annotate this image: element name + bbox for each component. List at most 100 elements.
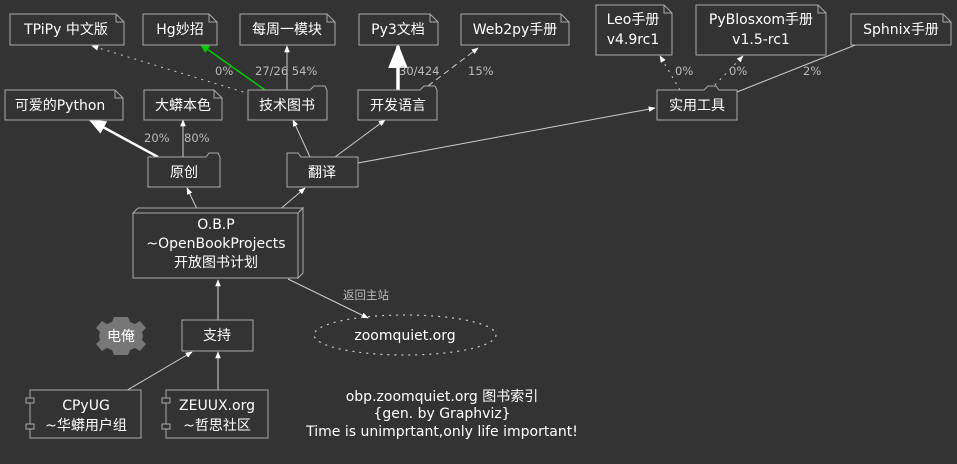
component-cpyug[interactable]: CPyUG ~华蟒用户组	[25, 389, 142, 439]
note-sphnix[interactable]: Sphnix手册	[850, 13, 952, 46]
gear-icon	[96, 317, 146, 355]
note-hg[interactable]: Hg妙招	[142, 13, 218, 46]
edge-translate-to-dev-lang	[334, 119, 386, 158]
note-leo-label-2: v4.9rc1	[607, 32, 660, 48]
obp-label-3: 开放图书计划	[174, 255, 258, 271]
note-tpipy-label: TPiPy 中文版	[23, 22, 108, 38]
component-shape-icon	[161, 423, 171, 430]
caption: obp.zoomquiet.org 图书索引 {gen. by Graphviz…	[305, 388, 578, 440]
box-obp-shape	[131, 207, 305, 214]
note-shape-icon	[4, 89, 124, 121]
caption-line-1: obp.zoomquiet.org 图书索引	[346, 388, 539, 405]
note-big-python-label: 大蟒本色	[155, 97, 211, 114]
edge-dev-lang-to-web2py	[419, 47, 479, 93]
zoomquiet-label: zoomquiet.org	[354, 328, 455, 344]
note-leo[interactable]: Leo手册 v4.9rc1	[595, 4, 673, 56]
note-sphnix-label: Sphnix手册	[863, 22, 939, 38]
edge-tools-to-sphnix	[736, 39, 869, 93]
note-shape-icon	[850, 13, 952, 46]
folder-tab-icon	[147, 152, 221, 188]
cpyug-label-2: ~华蟒用户组	[45, 417, 127, 434]
edge-label-module: 27/26 54%	[255, 64, 317, 78]
box-support-label: 支持	[203, 328, 231, 344]
edge-obp-to-zoomquiet	[287, 278, 369, 319]
edge-label-home: 返回主站	[343, 288, 389, 302]
note-hg-label: Hg妙招	[156, 22, 203, 38]
folder-tech-books-label: 技术图书	[259, 98, 315, 114]
component-shape-icon	[25, 423, 35, 430]
folder-tab-icon	[656, 85, 738, 121]
note-big-python[interactable]: 大蟒本色	[143, 89, 223, 121]
caption-line-2: {gen. by Graphviz}	[373, 406, 510, 422]
box-obp-side	[297, 206, 304, 280]
folder-dev-lang[interactable]: 开发语言	[357, 85, 438, 121]
edge-original-to-cute-python	[88, 118, 159, 159]
note-pyblosxom[interactable]: PyBlosxom手册 v1.5-rc1	[695, 4, 827, 56]
obp-label-2: ~OpenBookProjects	[146, 236, 285, 252]
note-shape-icon	[239, 13, 336, 46]
note-module-label: 每周一模块	[252, 22, 322, 38]
caption-line-3: Time is unimprtant,only life important!	[305, 424, 578, 440]
folder-tools-label: 实用工具	[669, 98, 725, 114]
note-module[interactable]: 每周一模块	[239, 13, 336, 46]
gear-dianyan[interactable]: 电俺	[96, 317, 146, 355]
folder-translate[interactable]: 翻译	[286, 152, 359, 188]
folder-translate-label: 翻译	[308, 165, 336, 181]
edge-translate-to-tech-books	[292, 119, 311, 158]
note-pyblosxom-label-1: PyBlosxom手册	[709, 12, 813, 28]
folder-tab-icon	[247, 85, 328, 121]
note-py3doc[interactable]: Py3文档	[358, 13, 439, 46]
folder-original[interactable]: 原创	[147, 152, 221, 188]
edge-label-big-python: 80%	[184, 131, 210, 145]
ellipse-zoomquiet	[313, 314, 497, 356]
box-obp[interactable]: O.B.P ~OpenBookProjects 开放图书计划	[131, 206, 305, 280]
note-shape-icon	[142, 13, 218, 46]
folder-tab-icon	[357, 85, 438, 121]
edge-obp-to-original	[186, 187, 199, 212]
note-shape-icon	[9, 13, 125, 46]
folder-original-label: 原创	[170, 165, 198, 181]
link-zoomquiet[interactable]: zoomquiet.org	[313, 314, 497, 356]
box-support[interactable]: 支持	[181, 319, 254, 352]
note-py3doc-label: Py3文档	[371, 22, 425, 38]
folder-tech-books[interactable]: 技术图书	[247, 85, 328, 121]
edge-label-sphnix: 2%	[803, 64, 821, 78]
edge-label-leo: 0%	[675, 64, 693, 78]
box-obp-front	[132, 212, 299, 279]
note-shape-icon	[358, 13, 439, 46]
edge-cpyug-to-support	[123, 351, 193, 393]
folder-dev-lang-label: 开发语言	[370, 98, 426, 114]
note-tpipy[interactable]: TPiPy 中文版	[9, 13, 125, 46]
note-leo-label-1: Leo手册	[607, 12, 660, 28]
edge-label-hg: 0%	[215, 64, 233, 78]
note-web2py[interactable]: Web2py手册	[460, 13, 570, 46]
edge-labels: 0% 27/26 54% 30/424 15% 0% 0% 2% 20% 80%…	[144, 64, 821, 302]
edge-label-py3doc: 30/424	[399, 64, 439, 78]
edges	[88, 39, 869, 393]
folder-tab-icon	[286, 152, 359, 188]
edge-label-cute-python: 20%	[144, 131, 170, 145]
zeuux-label-2: ~哲思社区	[183, 418, 251, 434]
edge-label-web2py: 15%	[468, 64, 494, 78]
zeuux-label-1: ZEUUX.org	[179, 398, 255, 414]
component-cpyug-shape	[29, 389, 142, 439]
edge-label-pyblosxom: 0%	[729, 64, 747, 78]
box-support-shape	[181, 319, 254, 352]
note-shape-icon	[460, 13, 570, 46]
edge-translate-to-tools	[357, 106, 656, 164]
component-zeuux-shape	[165, 389, 269, 439]
component-zeuux[interactable]: ZEUUX.org ~哲思社区	[161, 389, 269, 439]
note-pyblosxom-label-2: v1.5-rc1	[732, 32, 790, 48]
note-shape-icon	[695, 4, 827, 56]
component-shape-icon	[25, 397, 35, 404]
edge-tech-books-to-hg	[199, 43, 266, 91]
edge-tools-to-pyblosxom	[709, 55, 744, 91]
folder-tools[interactable]: 实用工具	[656, 85, 738, 121]
note-shape-icon	[143, 89, 223, 121]
cpyug-label-1: CPyUG	[62, 398, 110, 414]
component-shape-icon	[161, 397, 171, 404]
note-cute-python[interactable]: 可爱的Python	[4, 89, 124, 121]
note-web2py-label: Web2py手册	[473, 22, 558, 38]
edge-obp-to-translate	[277, 187, 306, 212]
